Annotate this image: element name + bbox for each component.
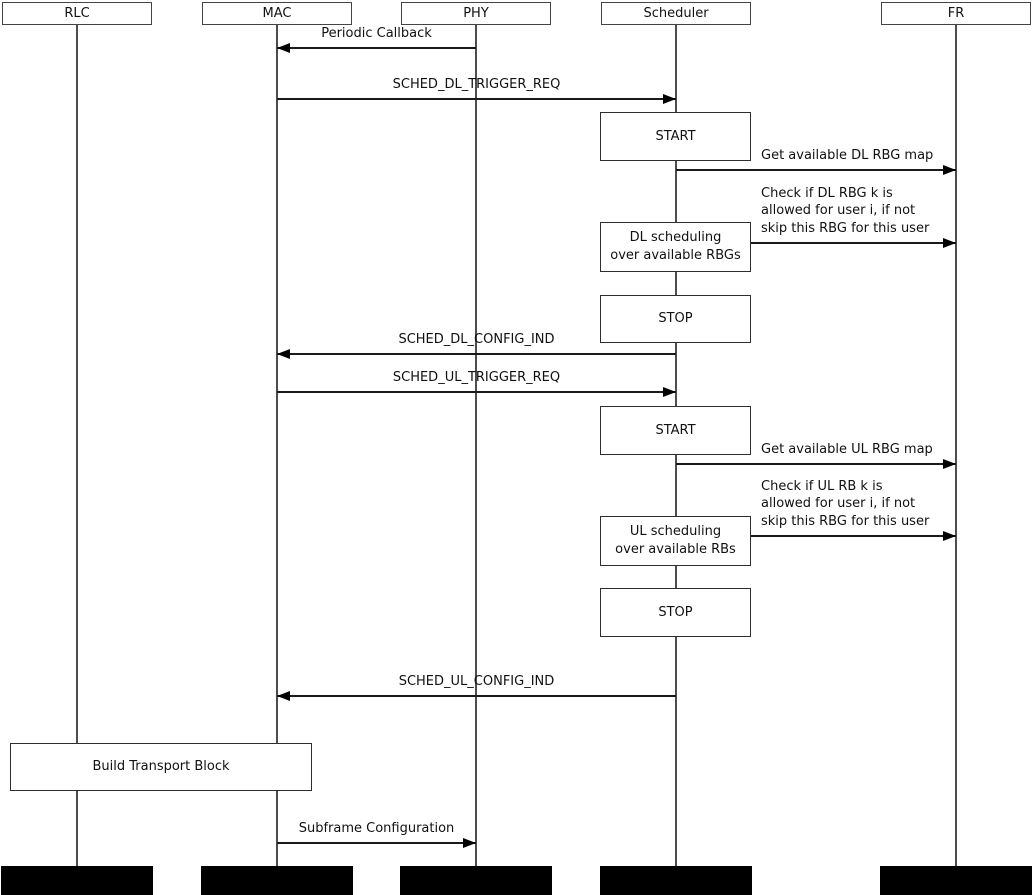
message-line bbox=[676, 463, 956, 465]
lifeline-end-bar-scheduler bbox=[600, 866, 752, 895]
arrowhead-right-icon bbox=[943, 530, 956, 541]
message-line bbox=[277, 98, 676, 100]
lifeline-fr bbox=[955, 25, 957, 866]
build-transport-block-box: Build Transport Block bbox=[10, 743, 312, 791]
participant-scheduler: Scheduler bbox=[601, 2, 751, 25]
arrowhead-left-icon bbox=[277, 690, 290, 701]
arrowhead-right-icon bbox=[943, 237, 956, 248]
participant-label-scheduler: Scheduler bbox=[643, 6, 709, 21]
message-label: Get available UL RBG map bbox=[761, 441, 933, 457]
message-label: Check if DL RBG k is allowed for user i,… bbox=[761, 185, 930, 236]
message-label: SCHED_UL_TRIGGER_REQ bbox=[392, 369, 561, 385]
message-line bbox=[751, 535, 956, 537]
message-label: Check if UL RB k is allowed for user i, … bbox=[761, 478, 930, 529]
participant-label-mac: MAC bbox=[262, 6, 292, 21]
participant-label-phy: PHY bbox=[463, 6, 489, 21]
message-line bbox=[277, 353, 676, 355]
stop-box-ul-label: STOP bbox=[658, 604, 693, 620]
arrowhead-right-icon bbox=[943, 164, 956, 175]
lifeline-end-bar-mac bbox=[201, 866, 353, 895]
message-line bbox=[277, 391, 676, 393]
lifeline-rlc bbox=[76, 25, 78, 866]
stop-box-ul: STOP bbox=[600, 588, 751, 637]
participant-mac: MAC bbox=[202, 2, 352, 25]
participant-label-fr: FR bbox=[947, 6, 965, 21]
stop-box-dl-label: STOP bbox=[658, 311, 693, 326]
lifeline-phy bbox=[475, 25, 477, 866]
build-transport-block-box-label: Build Transport Block bbox=[92, 759, 230, 774]
message-label: SCHED_DL_TRIGGER_REQ bbox=[392, 76, 561, 92]
message-line bbox=[277, 842, 476, 844]
ul-scheduling-box-label: UL scheduling over available RBs bbox=[615, 524, 736, 557]
message-line bbox=[751, 242, 956, 244]
start-box-dl-label: START bbox=[655, 128, 696, 144]
message-line bbox=[676, 169, 956, 171]
lifeline-end-bar-rlc bbox=[1, 866, 153, 895]
arrowhead-right-icon bbox=[663, 386, 676, 397]
lifeline-end-bar-phy bbox=[400, 866, 552, 895]
arrowhead-right-icon bbox=[663, 93, 676, 104]
dl-scheduling-box: DL scheduling over available RBGs bbox=[600, 222, 751, 272]
participant-phy: PHY bbox=[401, 2, 551, 25]
message-label: SCHED_UL_CONFIG_IND bbox=[398, 673, 555, 689]
message-line bbox=[277, 47, 476, 49]
participant-label-rlc: RLC bbox=[64, 6, 90, 21]
ul-scheduling-box: UL scheduling over available RBs bbox=[600, 516, 751, 566]
arrowhead-left-icon bbox=[277, 42, 290, 53]
participant-rlc: RLC bbox=[2, 2, 152, 25]
participant-fr: FR bbox=[881, 2, 1031, 25]
message-label: SCHED_DL_CONFIG_IND bbox=[398, 331, 555, 347]
start-box-dl: START bbox=[600, 112, 751, 161]
lifeline-end-bar-fr bbox=[880, 866, 1032, 895]
message-label: Subframe Configuration bbox=[298, 820, 455, 836]
message-label: Get available DL RBG map bbox=[761, 147, 934, 163]
message-label: Periodic Callback bbox=[321, 25, 432, 41]
arrowhead-right-icon bbox=[463, 837, 476, 848]
lifeline-mac bbox=[276, 25, 278, 866]
arrowhead-left-icon bbox=[277, 348, 290, 359]
start-box-ul-label: START bbox=[655, 422, 696, 438]
arrowhead-right-icon bbox=[943, 458, 956, 469]
dl-scheduling-box-label: DL scheduling over available RBGs bbox=[610, 230, 741, 263]
stop-box-dl: STOP bbox=[600, 295, 751, 343]
start-box-ul: START bbox=[600, 406, 751, 455]
message-line bbox=[277, 695, 676, 697]
